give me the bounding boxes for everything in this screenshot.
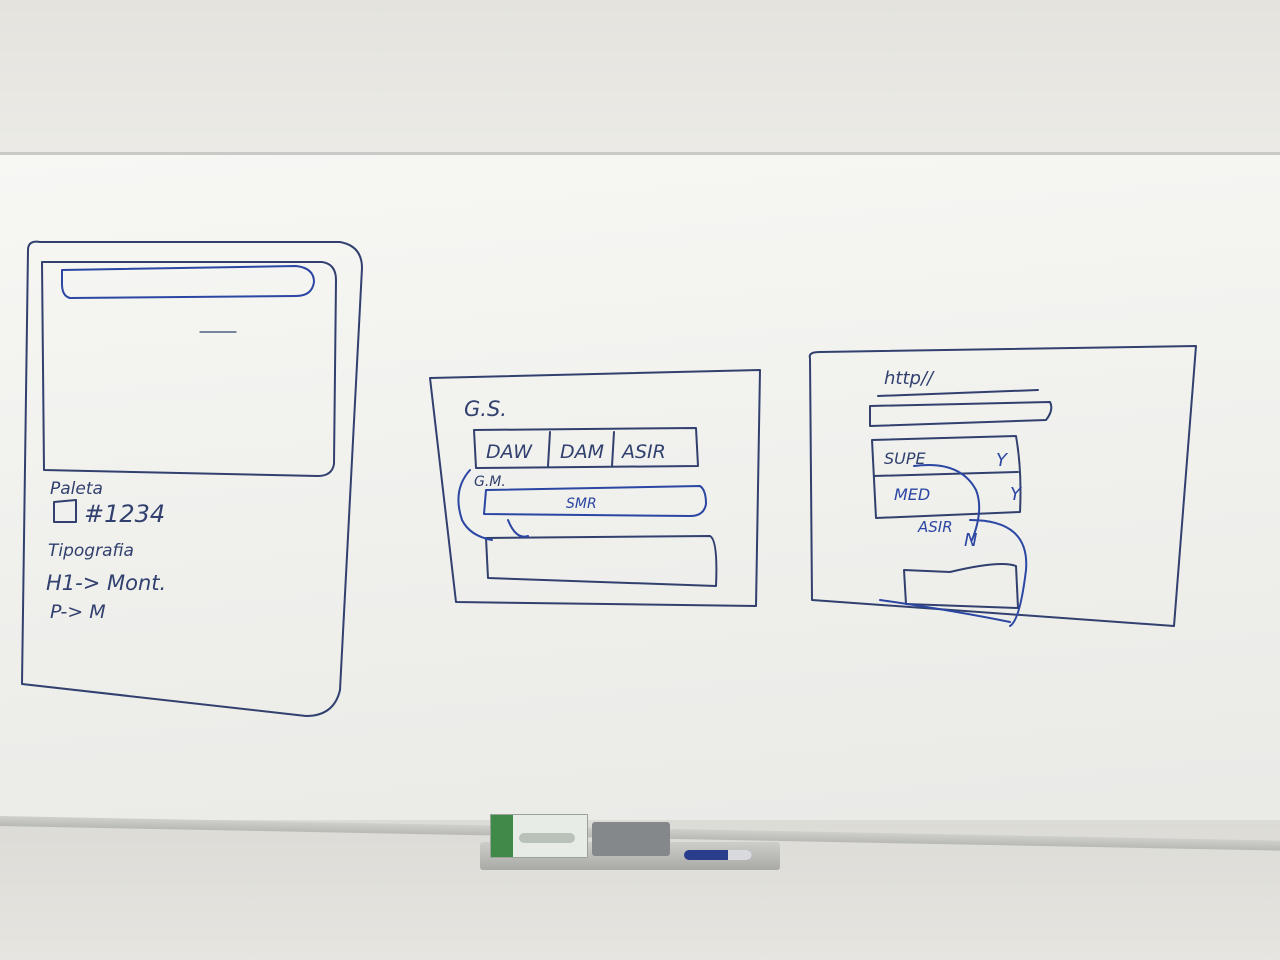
whiteboard (0, 152, 1280, 855)
color-code: #1234 (84, 500, 165, 528)
marker (684, 850, 752, 860)
right-url-bar (869, 401, 1053, 427)
right-table (871, 435, 1022, 519)
p-rule: P-> M (50, 601, 106, 623)
eraser (592, 822, 670, 856)
mark-1: Y (996, 450, 1009, 471)
middle-content-box (485, 535, 718, 587)
typography-label: Tipografia (48, 541, 134, 561)
mark-3: N (964, 530, 977, 551)
left-sketch-screen (41, 261, 337, 477)
middle-subtitle: G.M. (474, 474, 506, 490)
left-sketch-header (61, 265, 315, 299)
middle-sketch-outline (429, 369, 761, 607)
marker-cap (728, 850, 752, 860)
h1-rule: H1-> Mont. (46, 571, 166, 595)
eraser-box-label (519, 833, 575, 843)
left-color-swatch (53, 499, 77, 523)
middle-sub-item: SMR (566, 496, 597, 512)
eraser-box-stripe (491, 815, 513, 857)
tab-dam: DAM (560, 441, 604, 463)
row-supe: SUPE (884, 449, 927, 468)
middle-title: G.S. (464, 397, 507, 421)
palette-label: Paleta (50, 479, 103, 499)
row-med: MED (894, 485, 930, 504)
mark-2: Y (1010, 484, 1023, 505)
eraser-box (490, 814, 588, 858)
middle-sub-bar (483, 485, 707, 517)
right-title: http// (884, 368, 935, 389)
left-sketch-outline (21, 240, 363, 717)
row-asir: ASIR (917, 518, 953, 536)
middle-tabs-box (473, 427, 699, 469)
tab-asir: ASIR (620, 441, 666, 463)
tab-daw: DAW (486, 441, 533, 463)
wall (0, 0, 1280, 160)
right-sketch-outline (808, 345, 1197, 627)
